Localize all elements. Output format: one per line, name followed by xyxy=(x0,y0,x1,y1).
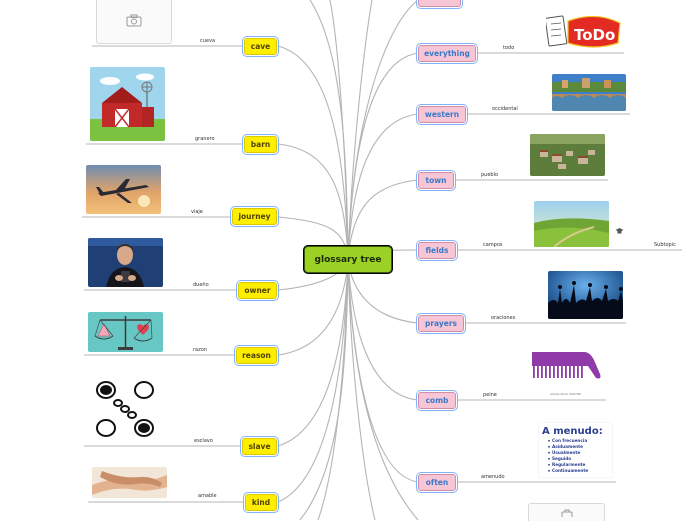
often-item: Regularmente xyxy=(552,462,586,467)
node-often[interactable]: often xyxy=(418,474,456,491)
translation-slave[interactable]: esclavo xyxy=(194,438,213,444)
translation-often[interactable]: amenudo xyxy=(481,474,505,480)
node-town[interactable]: town xyxy=(418,172,454,189)
node-partial-top[interactable] xyxy=(418,0,461,7)
image-slave[interactable] xyxy=(88,376,163,442)
central-topic-label: glossary tree xyxy=(314,254,382,265)
node-label: fields xyxy=(425,246,449,255)
camera-icon xyxy=(561,509,572,517)
image-everything[interactable]: ToDo xyxy=(546,13,622,49)
translation-reason[interactable]: razon xyxy=(193,347,207,353)
translation-western[interactable]: occidental xyxy=(492,106,518,112)
node-fields[interactable]: fields xyxy=(418,242,456,259)
node-journey[interactable]: journey xyxy=(232,208,277,225)
barn-illustration xyxy=(90,67,165,141)
image-town[interactable] xyxy=(530,134,605,176)
image-barn[interactable] xyxy=(90,67,165,141)
often-item: Asiduamente xyxy=(552,444,583,449)
person-photo-illustration xyxy=(88,238,163,287)
node-label: western xyxy=(424,110,460,119)
graduation-cap-glyph xyxy=(615,228,624,234)
todo-text: ToDo xyxy=(574,26,615,44)
node-label: cave xyxy=(250,42,271,51)
translation-town[interactable]: pueblo xyxy=(481,172,499,178)
translation-everything[interactable]: todo xyxy=(503,45,515,51)
image-western[interactable] xyxy=(552,74,626,111)
node-everything[interactable]: everything xyxy=(418,45,476,62)
image-kind[interactable] xyxy=(92,467,167,498)
node-cave[interactable]: cave xyxy=(244,38,277,55)
image-fields[interactable] xyxy=(534,201,609,247)
node-label: journey xyxy=(238,212,271,221)
node-label: often xyxy=(425,478,449,487)
comb-illustration: adobe.stock 456786 xyxy=(528,344,603,398)
translation-fields[interactable]: campos xyxy=(483,242,503,248)
node-label: slave xyxy=(248,442,271,451)
central-topic[interactable]: glossary tree xyxy=(304,246,392,273)
node-label: kind xyxy=(251,498,271,507)
often-item: Usualmente xyxy=(552,450,580,455)
camera-icon xyxy=(126,14,142,26)
image-often[interactable]: A menudo: Con frecuencia Asiduamente Usu… xyxy=(538,422,613,478)
image-reason[interactable] xyxy=(88,312,163,352)
node-comb[interactable]: comb xyxy=(418,392,456,409)
node-label: reason xyxy=(242,351,271,360)
often-title: A menudo: xyxy=(542,426,603,437)
translation-kind[interactable]: amable xyxy=(198,493,217,499)
subtopic-label[interactable]: Subtopic xyxy=(654,242,676,248)
node-owner[interactable]: owner xyxy=(238,282,277,299)
node-label: prayers xyxy=(424,319,458,328)
image-prayers[interactable] xyxy=(548,271,623,319)
often-synonyms-card: A menudo: Con frecuencia Asiduamente Usu… xyxy=(538,422,613,478)
node-slave[interactable]: slave xyxy=(242,438,277,455)
often-item: Con frecuencia xyxy=(552,438,587,443)
often-item: Seguido xyxy=(552,456,571,461)
translation-comb[interactable]: peine xyxy=(483,392,497,398)
image-owner[interactable] xyxy=(88,238,163,287)
node-label: town xyxy=(425,176,447,185)
translation-journey[interactable]: viaje xyxy=(191,209,203,215)
translation-prayers[interactable]: oraciones xyxy=(491,315,516,321)
airplane-sunset-illustration xyxy=(86,165,161,214)
image-placeholder-cave[interactable] xyxy=(96,0,172,44)
village-illustration xyxy=(530,134,605,176)
node-label: barn xyxy=(250,140,271,149)
node-label: owner xyxy=(244,286,271,295)
node-label: comb xyxy=(425,396,449,405)
comb-caption: adobe.stock 456786 xyxy=(550,392,581,396)
bridge-town-illustration xyxy=(552,74,626,111)
image-journey[interactable] xyxy=(86,165,161,214)
chained-hands-illustration xyxy=(88,376,163,442)
graduation-cap-icon[interactable] xyxy=(615,220,624,239)
node-label: everything xyxy=(424,49,470,58)
node-kind[interactable]: kind xyxy=(245,494,277,511)
translation-owner[interactable]: dueño xyxy=(193,282,209,288)
node-western[interactable]: western xyxy=(418,106,466,123)
scale-balance-illustration xyxy=(88,312,163,352)
image-placeholder-bottom[interactable] xyxy=(528,503,605,521)
holding-hands-illustration xyxy=(92,467,167,498)
green-fields-illustration xyxy=(534,201,609,247)
node-reason[interactable]: reason xyxy=(236,347,277,364)
translation-barn[interactable]: granero xyxy=(195,136,215,142)
translation-cave[interactable]: cueva xyxy=(200,38,216,44)
crowd-silhouette-illustration xyxy=(548,271,623,319)
often-item: Continuamente xyxy=(552,468,588,473)
todo-logo-illustration: ToDo xyxy=(546,15,621,48)
node-prayers[interactable]: prayers xyxy=(418,315,464,332)
node-barn[interactable]: barn xyxy=(244,136,277,153)
image-comb[interactable]: adobe.stock 456786 xyxy=(528,344,603,398)
